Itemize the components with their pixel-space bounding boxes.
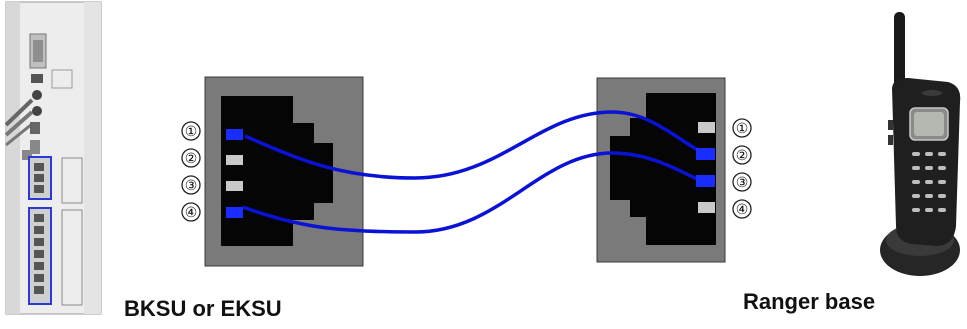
right-pin-3 <box>696 175 715 187</box>
left-pin-label-4: ④ <box>185 204 198 220</box>
left-pin-label-1: ① <box>185 123 198 139</box>
left-pin-label-2: ② <box>185 150 198 166</box>
right-jack <box>596 77 726 263</box>
right-pin-label-1: ① <box>736 120 749 136</box>
left-pin-labels: ① ② ③ ④ <box>181 121 201 222</box>
wire-1-to-2 <box>244 110 704 180</box>
cordless-handset-icon <box>880 12 961 276</box>
right-jack-pins <box>696 122 715 213</box>
ksu-cabinet-icon <box>4 1 102 315</box>
right-pin-label-2: ② <box>736 147 749 163</box>
right-pin-label-4: ④ <box>736 201 749 217</box>
right-pin-1 <box>698 122 715 133</box>
wires <box>242 110 704 234</box>
right-unit-caption: Ranger base <box>743 289 876 314</box>
left-jack-pins <box>226 129 243 218</box>
left-pin-1 <box>226 129 243 140</box>
left-pin-4 <box>226 207 243 218</box>
left-pin-2 <box>226 155 243 165</box>
right-pin-labels: ① ② ③ ④ <box>732 118 752 219</box>
right-pin-label-3: ③ <box>736 174 749 190</box>
left-pin-3 <box>226 181 243 191</box>
left-pin-label-3: ③ <box>185 177 198 193</box>
right-pin-2 <box>696 148 715 160</box>
left-unit-caption: BKSU or EKSU <box>124 296 282 321</box>
right-pin-4 <box>698 202 715 213</box>
wire-4-to-3 <box>242 151 704 234</box>
